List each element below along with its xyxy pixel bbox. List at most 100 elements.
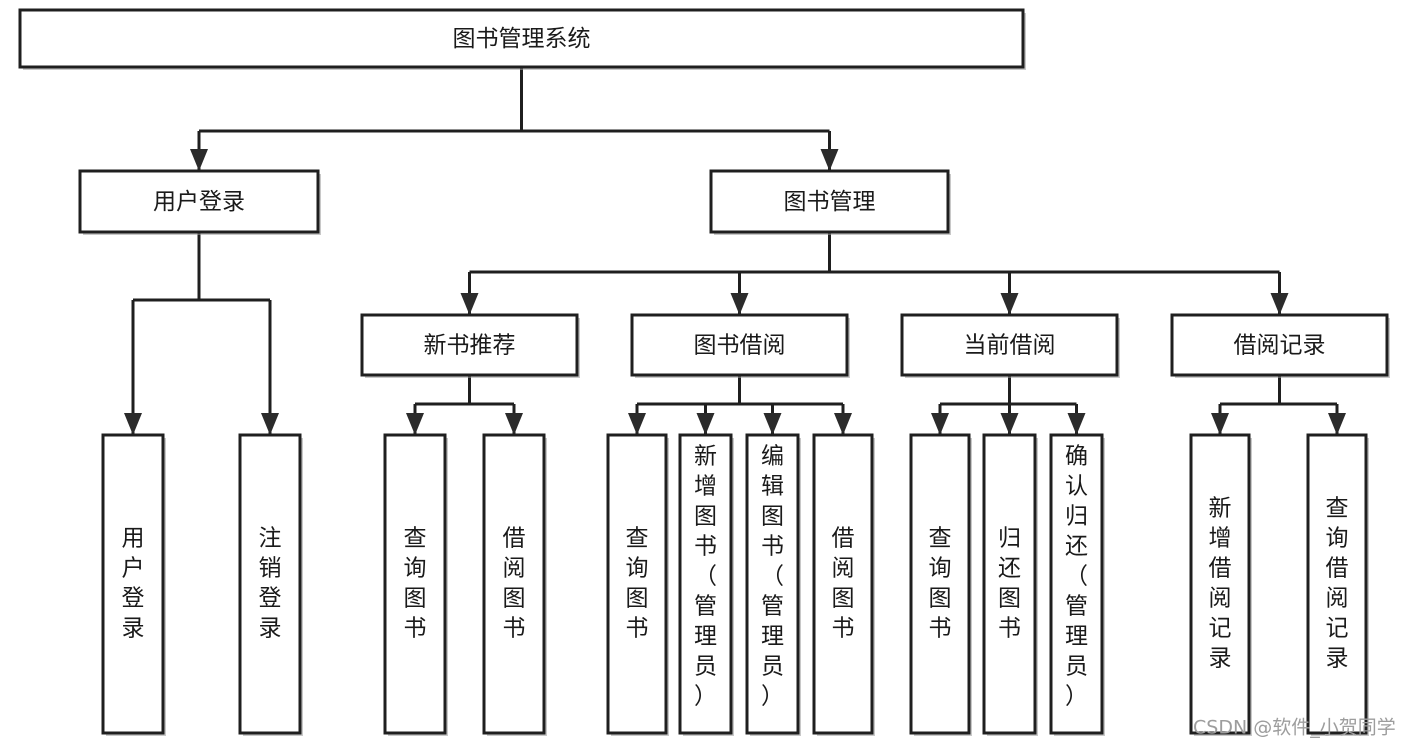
node-rect[interactable] <box>482 433 546 735</box>
arrow-head-icon <box>1067 413 1086 435</box>
arrow-head-icon <box>1000 413 1019 435</box>
node-label-char: 书 <box>404 616 427 642</box>
node-label-char: 图 <box>404 586 427 612</box>
node-label-char: 书 <box>626 616 649 642</box>
node-label-char: 还 <box>1065 534 1088 560</box>
arrow-head-icon <box>1328 413 1346 435</box>
node-rect[interactable] <box>101 433 165 735</box>
node-rect[interactable] <box>1306 433 1368 735</box>
node-label-char: 员 <box>1065 654 1088 680</box>
node-label-char: 借 <box>1326 556 1349 582</box>
node-label-char: 询 <box>1326 526 1349 552</box>
node-label-char: 查 <box>404 526 427 552</box>
node-label-char: 借 <box>1209 556 1232 582</box>
node-rect[interactable] <box>606 433 668 735</box>
node-rect[interactable] <box>982 433 1037 735</box>
node-label-char: 户 <box>122 556 145 582</box>
node-label-char: 书 <box>503 616 526 642</box>
node-new-book-rec[interactable]: 新书推荐 <box>360 313 580 378</box>
node-rect[interactable] <box>18 8 1025 69</box>
node-rect[interactable] <box>678 433 733 735</box>
node-label-char: 书 <box>761 534 784 560</box>
node-label-char: 询 <box>626 556 649 582</box>
node-book-manage[interactable]: 图书管理 <box>709 169 951 235</box>
node-rect[interactable] <box>1049 433 1104 735</box>
node-label-char: 询 <box>404 556 427 582</box>
node-rect[interactable] <box>1189 433 1251 735</box>
arrow-head-icon <box>820 149 839 171</box>
node-label-char: 阅 <box>1209 586 1232 612</box>
node-label-char: 注 <box>259 526 282 552</box>
node-label-char: 辑 <box>761 474 784 500</box>
node-rect[interactable] <box>745 433 800 735</box>
node-label-char: 用 <box>122 526 145 552</box>
csdn-watermark: CSDN @软件_小贺同学 <box>1193 717 1396 739</box>
node-label: 图书管理 <box>784 189 876 215</box>
node-label: 借阅记录 <box>1234 333 1326 359</box>
node-label-char: 理 <box>694 624 717 650</box>
node-label-char: （ <box>1065 564 1088 590</box>
node-label-char: 阅 <box>832 556 855 582</box>
node-rect[interactable] <box>360 313 579 377</box>
node-label-char: 认 <box>1065 474 1088 500</box>
node-label-char: （ <box>694 564 717 590</box>
arrow-head-icon <box>628 413 646 435</box>
node-user-login[interactable]: 用户登录 <box>78 169 321 235</box>
node-current-borrow[interactable]: 当前借阅 <box>900 313 1120 378</box>
node-rect[interactable] <box>238 433 302 735</box>
node-label-char: 销 <box>259 556 282 582</box>
node-rect[interactable] <box>909 433 971 735</box>
node-label: 当前借阅 <box>964 333 1056 359</box>
node-label-char: 书 <box>832 616 855 642</box>
node-label-char: 确 <box>1065 444 1088 470</box>
node-label-char: 查 <box>626 526 649 552</box>
node-label-char: 录 <box>122 616 145 642</box>
node-label-char: 归 <box>998 526 1021 552</box>
node-label-char: 图 <box>761 504 784 530</box>
node-label-char: 借 <box>503 526 526 552</box>
node-book-borrow[interactable]: 图书借阅 <box>630 313 850 378</box>
node-label-char: 图 <box>832 586 855 612</box>
node-label-char: 新 <box>694 444 717 470</box>
node-label-char: 员 <box>694 654 717 680</box>
node-rect[interactable] <box>78 169 320 234</box>
connector-layer <box>124 67 1346 435</box>
node-rect[interactable] <box>709 169 950 234</box>
node-label-char: 询 <box>929 556 952 582</box>
node-rect[interactable] <box>812 433 874 735</box>
node-root[interactable]: 图书管理系统 <box>18 8 1026 70</box>
node-rect[interactable] <box>1170 313 1389 377</box>
node-borrow-record[interactable]: 借阅记录 <box>1170 313 1390 378</box>
node-layer: 图书管理系统用户登录图书管理新书推荐图书借阅当前借阅借阅记录用户登录注销登录查询… <box>18 8 1390 736</box>
node-label-char: 员 <box>761 654 784 680</box>
node-label-char: 新 <box>1209 496 1232 522</box>
node-label-char: 管 <box>761 594 784 620</box>
node-label-char: 记 <box>1209 616 1232 642</box>
node-label-char: 书 <box>694 534 717 560</box>
arrow-head-icon <box>261 413 279 435</box>
node-label-char: 图 <box>503 586 526 612</box>
node-rect[interactable] <box>900 313 1119 377</box>
arrow-head-icon <box>1000 293 1019 315</box>
node-rect[interactable] <box>383 433 447 735</box>
node-rect[interactable] <box>630 313 849 377</box>
node-label-char: 录 <box>1326 646 1349 672</box>
node-label-char: 管 <box>694 594 717 620</box>
node-label-char: ） <box>1065 684 1088 710</box>
node-label: 图书借阅 <box>694 333 786 359</box>
node-label-char: 理 <box>1065 624 1088 650</box>
node-leaf-user-login[interactable]: 用户登录 <box>101 433 166 736</box>
